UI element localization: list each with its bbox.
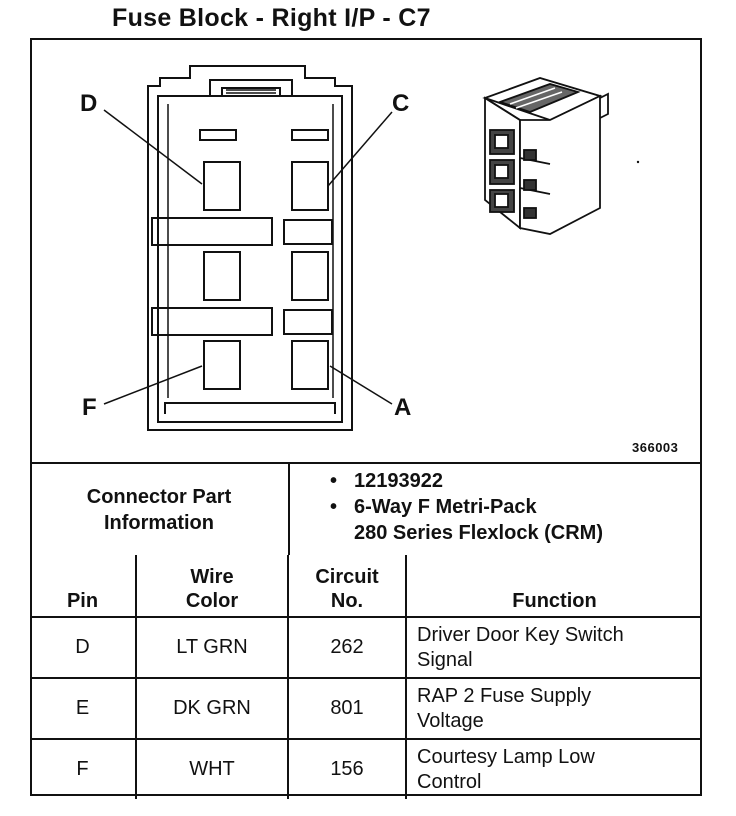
pin-label-f: F (82, 394, 97, 421)
connector-description-line1: 6-Way F Metri-Pack (330, 494, 603, 520)
connector-iso-view (482, 77, 609, 235)
separator-bar-upper-left (151, 217, 273, 246)
figure-number: 366003 (632, 440, 679, 455)
part-number: 12193922 (330, 468, 603, 494)
latch (209, 79, 293, 96)
pin-label-c: C (392, 90, 410, 117)
cell-circuit: 156 (287, 738, 407, 799)
connector-info-details: 12193922 6-Way F Metri-Pack 280 Series F… (330, 468, 603, 546)
leader-c (327, 111, 393, 187)
separator-bar-upper-right (283, 219, 333, 245)
leader-f (103, 365, 203, 405)
connector-info-label-line1: Connector Part (86, 485, 232, 508)
leader-d (103, 109, 203, 185)
header-function: Function (405, 555, 702, 618)
connector-description-line2: 280 Series Flexlock (CRM) (354, 522, 603, 544)
pin-label-d: D (80, 90, 98, 117)
cell-wire-color: WHT (135, 738, 289, 799)
cell-pin: D (30, 616, 137, 679)
leader-a (329, 365, 393, 405)
pin-label-a: A (394, 394, 412, 421)
separator-bar-lower-right (283, 309, 333, 335)
connector-info-label: Connector Part Information (30, 464, 290, 555)
cavity-b (291, 251, 329, 301)
housing-bottom-lip (164, 402, 336, 414)
cell-circuit: 262 (287, 616, 407, 679)
connector-info-section: Connector Part Information 12193922 6-Wa… (30, 462, 702, 555)
separator-bar-lower-left (151, 307, 273, 336)
housing-inner-outline (157, 95, 343, 423)
cell-wire-color: DK GRN (135, 677, 289, 740)
connector-face-drawing (103, 65, 640, 431)
cell-circuit: 801 (287, 677, 407, 740)
cell-wire-color: LT GRN (135, 616, 289, 679)
connector-info-label-line2: Information (104, 511, 214, 534)
cavity-e (203, 251, 241, 301)
cavity-d (203, 161, 241, 211)
page-title: Fuse Block - Right I/P - C7 (112, 4, 431, 32)
cavity-f (203, 340, 241, 390)
connector-diagram: D C F A 366003 (30, 38, 702, 462)
latch-inner (221, 87, 281, 96)
cell-pin: E (30, 677, 137, 740)
housing-outline (147, 65, 353, 431)
header-pin: Pin (30, 555, 137, 618)
cavity-a (291, 340, 329, 390)
cavity-c (291, 161, 329, 211)
cell-pin: F (30, 738, 137, 799)
